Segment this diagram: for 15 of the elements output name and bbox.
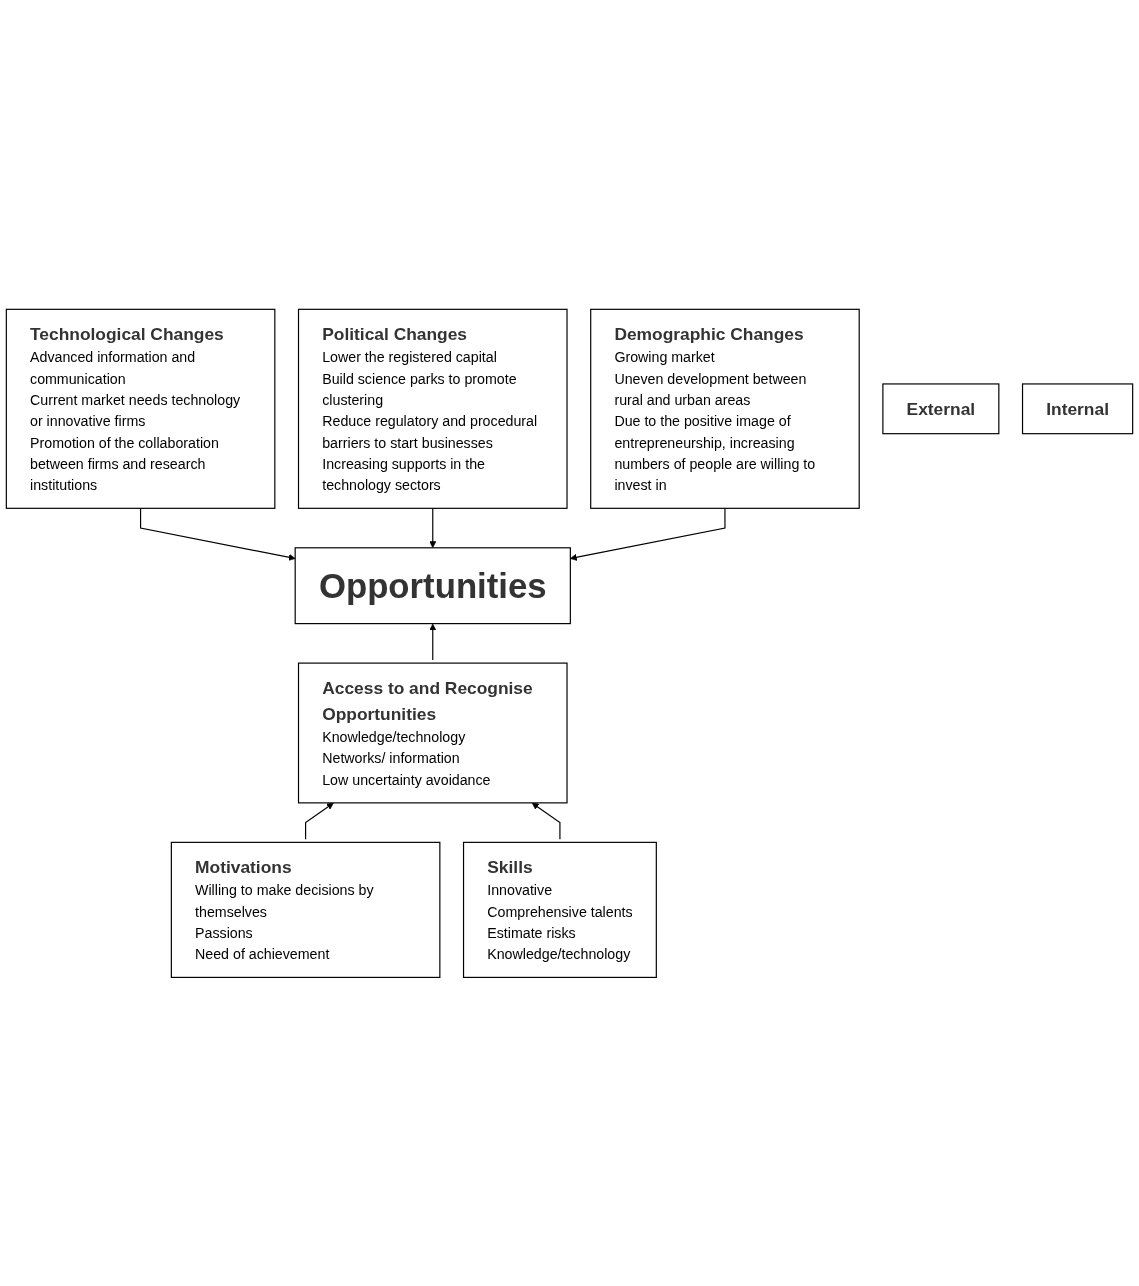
node-box: Access to and Recognise Opportunities Knowledge/technology Networks/ information Low uncertainty avoidance (297, 662, 568, 804)
node-box: Internal (1021, 383, 1134, 434)
node-box: Technological Changes Advanced information and communication Current market needs technology or innovative firms Promotion of the collaboration between firms and research institutions (5, 308, 276, 509)
arrow (140, 507, 296, 561)
node-box: External (882, 383, 1000, 434)
arrow (570, 507, 726, 561)
arrow (531, 802, 561, 840)
node-box: Political Changes Lower the registered capital Build science parks to promote clustering Reduce regulatory and procedural barriers to start businesses Increasing supports in the technology sectors (297, 308, 568, 509)
arrow (429, 623, 437, 661)
arrow (429, 507, 437, 548)
node-box: Demographic Changes Growing market Uneven development between rural and urban areas Due to the positive image of entrepreneurship, increasing numbers of people are willing to invest in (590, 308, 860, 509)
node-box: Motivations Willing to make decisions by themselves Passions Need of achievement (170, 841, 441, 978)
arrow (305, 802, 334, 840)
node-box: Skills Innovative Comprehensive talents Estimate risks Knowledge/technology (462, 841, 657, 978)
node-box: Opportunities (294, 546, 571, 624)
